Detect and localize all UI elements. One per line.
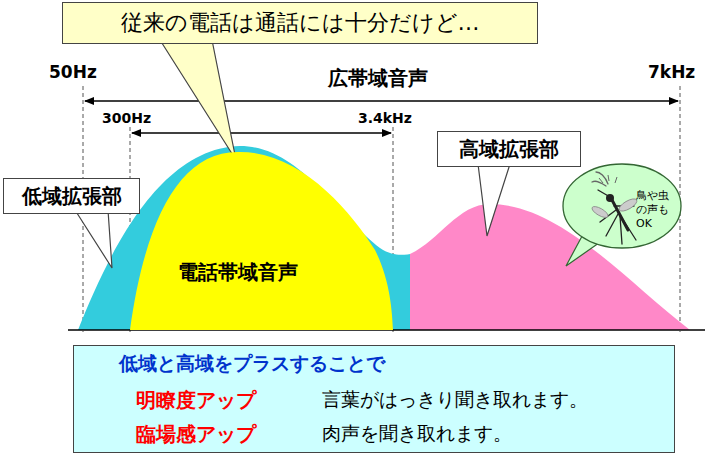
callout-tail [160, 40, 236, 160]
shape-fill [130, 152, 393, 330]
node-text: 臨場感アップ [136, 422, 256, 447]
node-text: 明瞭度アップ [136, 388, 256, 413]
callout-tail [75, 210, 112, 268]
node-text: 低域拡張部 [4, 179, 139, 213]
callout-tail [478, 164, 510, 236]
frequency-label: 7kHz [646, 62, 697, 82]
node-text: 低域と高域をプラスすることで [119, 352, 385, 376]
callout-box: 低域拡張部 [3, 178, 140, 214]
band-area [130, 146, 394, 330]
node-text: 言葉がはっきり聞き取れます。 [322, 388, 588, 412]
frequency-label: 300Hz [100, 110, 153, 127]
node-text: 鳥や虫の声もOK [636, 189, 674, 230]
node-text: 電話帯域音声 [178, 260, 298, 285]
speech-callout: 従来の電話は通話には十分だけど… [62, 2, 538, 44]
callout-box: 高域拡張部 [437, 131, 581, 167]
node-text: 肉声を聞き取れます。 [322, 422, 512, 446]
node-text: 高域拡張部 [438, 132, 580, 166]
low-extension-area [78, 146, 413, 330]
telephone-band-arrow [132, 132, 391, 133]
speech-bubble: 鳥や虫の声もOK [562, 163, 682, 249]
wideband-arrow [85, 100, 678, 101]
summary-box: 低域と高域をプラスすることで明瞭度アップ 言葉がはっきり聞き取れます。臨場感アップ… [73, 345, 675, 453]
node-text: 従来の電話は通話には十分だけど… [63, 3, 537, 43]
frequency-label: 3.4kHz [356, 110, 414, 127]
telephone-band-area: 電話帯域音声 [130, 146, 394, 330]
frequency-label: 50Hz [47, 62, 99, 82]
shape-fill [563, 164, 681, 248]
band-label: 広帯域音声 [326, 66, 430, 90]
